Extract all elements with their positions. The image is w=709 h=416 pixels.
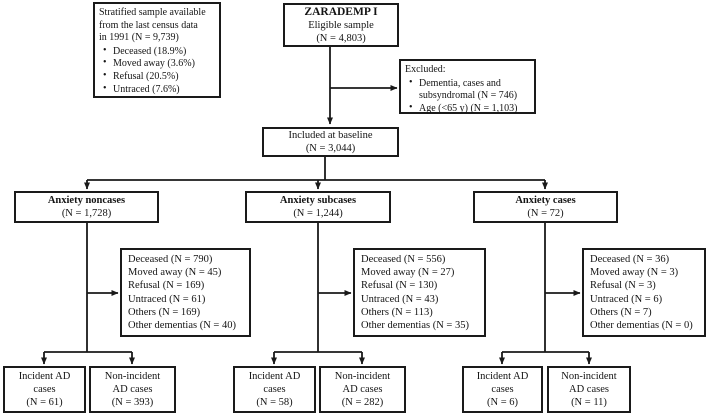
outcome-line: (N = 61) — [26, 397, 63, 409]
loss-line: Deceased (N = 36) — [590, 254, 670, 265]
note-line: in 1991 (N = 9,739) — [99, 32, 179, 44]
non-incident-ad-box-cases: Non-incident AD cases (N = 11) — [547, 366, 631, 413]
anxiety-noncases-box: Anxiety noncases (N = 1,728) — [14, 191, 159, 223]
loss-line: Refusal (N = 3) — [590, 280, 656, 292]
excluded-title: Excluded: — [405, 64, 446, 75]
outcome-line: (N = 282) — [341, 397, 384, 409]
eligible-n: (N = 4,803) — [316, 33, 366, 45]
loss-line: Others (N = 7) — [590, 306, 652, 318]
list-item: Moved away (3.6%) — [99, 57, 215, 71]
excluded-list: Dementia, cases and subsyndromal (N = 74… — [405, 77, 530, 116]
loss-line: Other dementias (N = 0) — [590, 320, 693, 332]
group-n: (N = 72) — [527, 208, 564, 219]
included-title: Included at baseline — [288, 129, 373, 141]
outcome-line: cases — [491, 383, 514, 395]
outcome-line: Incident AD — [18, 370, 71, 382]
loss-line: Refusal (N = 169) — [128, 280, 205, 292]
stratified-sample-note: Stratified sample available from the las… — [93, 2, 221, 98]
loss-line: Moved away (N = 45) — [128, 267, 222, 279]
outcome-line: cases — [33, 383, 56, 395]
non-incident-ad-box-noncases: Non-incident AD cases (N = 393) — [89, 366, 176, 413]
group-n: (N = 1,728) — [61, 208, 112, 219]
list-item: Refusal (20.5%) — [99, 70, 215, 84]
included-baseline-box: Included at baseline (N = 3,044) — [262, 127, 399, 157]
eligible-sample-box: ZARADEMP I Eligible sample (N = 4,803) — [283, 3, 399, 47]
loss-line: Refusal (N = 130) — [361, 280, 438, 292]
loss-line: Other dementias (N = 40) — [128, 320, 236, 332]
outcome-line: Incident AD — [476, 370, 529, 382]
loss-line: Untraced (N = 43) — [361, 293, 439, 305]
outcome-line: AD cases — [569, 383, 609, 395]
eligible-subtitle: Eligible sample — [308, 20, 374, 32]
outcome-line: (N = 393) — [111, 397, 154, 409]
stratified-loss-list: Deceased (18.9%) Moved away (3.6%) Refus… — [99, 45, 215, 97]
incident-ad-box-noncases: Incident AD cases (N = 61) — [3, 366, 86, 413]
anxiety-cases-box: Anxiety cases (N = 72) — [473, 191, 618, 223]
list-item: Untraced (7.6%) — [99, 83, 215, 97]
non-incident-ad-box-subcases: Non-incident AD cases (N = 282) — [319, 366, 406, 413]
group-n: (N = 1,244) — [293, 208, 343, 219]
loss-line: Others (N = 169) — [128, 306, 201, 318]
outcome-line: AD cases — [342, 383, 383, 395]
group-title: Anxiety cases — [515, 194, 576, 206]
outcome-line: cases — [263, 383, 286, 395]
loss-line: Untraced (N = 6) — [590, 293, 663, 305]
outcome-line: Incident AD — [248, 370, 301, 382]
list-item: Deceased (18.9%) — [99, 45, 215, 59]
anxiety-subcases-box: Anxiety subcases (N = 1,244) — [245, 191, 391, 223]
note-line: from the last census data — [99, 19, 198, 31]
list-item: Dementia, cases and subsyndromal (N = 74… — [405, 77, 530, 103]
outcome-line: (N = 6) — [487, 397, 518, 409]
losses-box-cases: Deceased (N = 36) Moved away (N = 3) Ref… — [582, 248, 706, 337]
outcome-line: (N = 58) — [256, 397, 293, 409]
group-title: Anxiety noncases — [47, 194, 126, 206]
note-line: Stratified sample available — [99, 7, 206, 18]
excluded-box: Excluded: Dementia, cases and subsyndrom… — [399, 59, 536, 114]
losses-box-subcases: Deceased (N = 556) Moved away (N = 27) R… — [353, 248, 486, 337]
group-title: Anxiety subcases — [279, 194, 357, 206]
outcome-line: Non-incident — [334, 370, 391, 382]
included-n: (N = 3,044) — [305, 143, 356, 154]
loss-line: Other dementias (N = 35) — [361, 320, 469, 332]
list-item: Age (<65 y) (N = 1,103) — [405, 102, 530, 116]
loss-line: Untraced (N = 61) — [128, 293, 206, 305]
loss-line: Moved away (N = 27) — [361, 267, 455, 279]
losses-box-noncases: Deceased (N = 790) Moved away (N = 45) R… — [120, 248, 251, 337]
outcome-line: Non-incident — [561, 370, 617, 382]
outcome-line: AD cases — [112, 383, 153, 395]
loss-line: Deceased (N = 556) — [361, 254, 446, 265]
loss-line: Others (N = 113) — [361, 306, 433, 318]
incident-ad-box-subcases: Incident AD cases (N = 58) — [233, 366, 316, 413]
loss-line: Moved away (N = 3) — [590, 267, 679, 279]
outcome-line: (N = 11) — [571, 397, 607, 409]
outcome-line: Non-incident — [104, 370, 161, 382]
loss-line: Deceased (N = 790) — [128, 254, 213, 265]
study-title: ZARADEMP I — [304, 5, 378, 18]
incident-ad-box-cases: Incident AD cases (N = 6) — [462, 366, 543, 413]
